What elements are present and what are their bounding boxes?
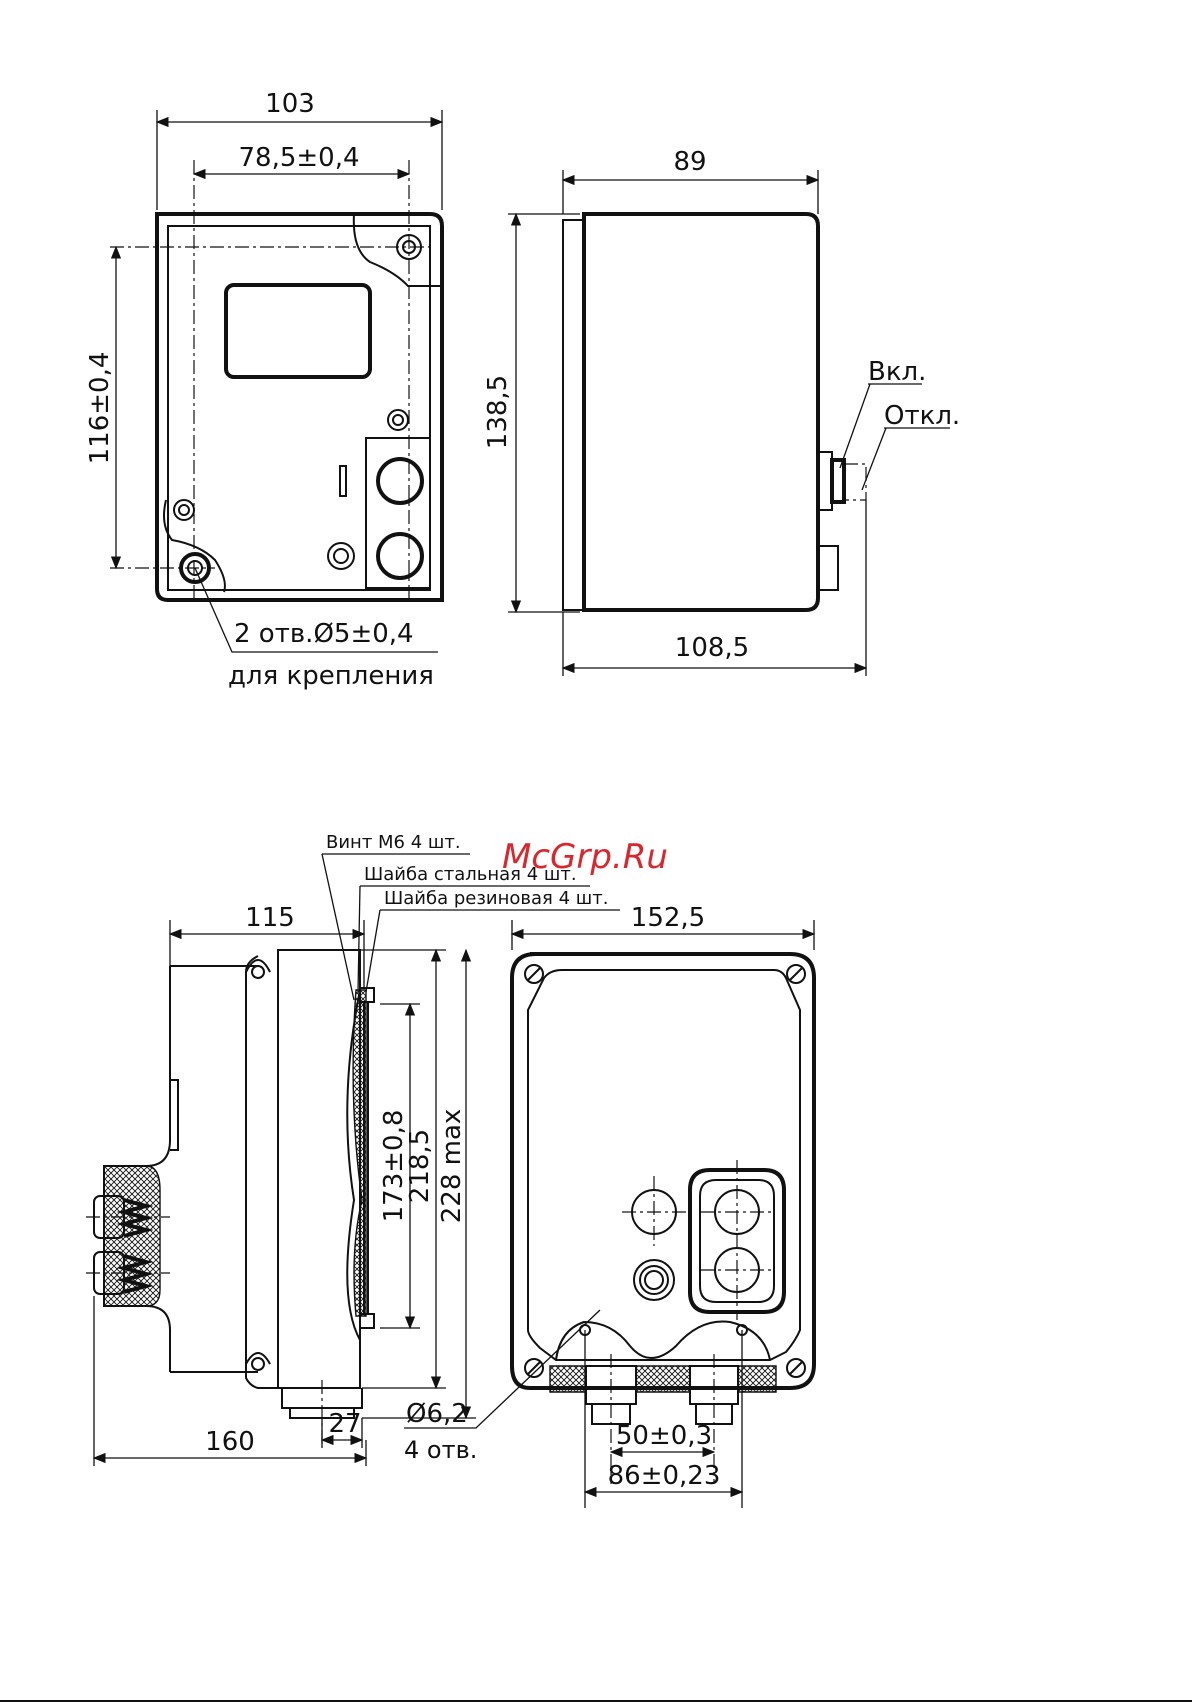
side-body-outline <box>584 214 818 610</box>
note-mount: для крепления <box>228 661 434 691</box>
side-lid <box>563 220 584 610</box>
dim-138-5: 138,5 <box>483 375 513 449</box>
callout-steel-washer: Шайба стальная 4 шт. <box>364 864 577 885</box>
dim-108-5: 108,5 <box>675 633 749 663</box>
dim-116: 116±0,4 <box>85 352 115 465</box>
callout-screw: Винт М6 4 шт. <box>326 832 461 853</box>
front-body-outline <box>157 214 442 600</box>
dim-50: 50±0,3 <box>616 1421 712 1451</box>
dim-228-max: 228 max <box>437 1109 467 1224</box>
screw-led <box>328 543 354 569</box>
dim-218-5: 218,5 <box>405 1129 435 1203</box>
dim-86: 86±0,23 <box>608 1461 721 1491</box>
side-gland-hatch <box>104 1166 160 1306</box>
indicator-slot <box>340 466 346 496</box>
cable-gland <box>818 546 838 590</box>
label-off: Откл. <box>884 401 960 431</box>
dim-89: 89 <box>673 147 706 177</box>
dim-27: 27 <box>328 1409 361 1439</box>
bottom-side-view: Винт М6 4 шт. Шайба стальная 4 шт. Шайба… <box>86 832 620 1466</box>
dim-hole-dia: Ø6,2 <box>406 1399 468 1429</box>
screw-mid <box>388 410 408 430</box>
dim-78-5: 78,5±0,4 <box>238 143 359 173</box>
display-window <box>226 285 370 377</box>
top-front-view: 103 78,5±0,4 116±0,4 2 отв.Ø5±0,4 для кр… <box>85 89 442 691</box>
mount-hole-upper <box>174 500 194 520</box>
button-off-circle <box>378 534 422 578</box>
dim-hole-count: 4 отв. <box>404 1436 477 1464</box>
dim-160: 160 <box>205 1427 255 1457</box>
button-on-circle <box>378 459 422 503</box>
side-housing <box>278 950 360 1388</box>
callout-rubber-washer: Шайба резиновая 4 шт. <box>384 888 608 909</box>
switch-base <box>818 452 832 510</box>
dim-152-5: 152,5 <box>631 903 705 933</box>
top-side-view: Вкл. Откл. 89 138,5 108,5 <box>483 147 960 676</box>
switch-on <box>832 460 844 502</box>
switch-off <box>844 464 866 500</box>
dim-103: 103 <box>265 89 315 119</box>
label-on: Вкл. <box>868 357 926 387</box>
note-holes: 2 отв.Ø5±0,4 <box>234 619 414 649</box>
dim-115: 115 <box>245 903 295 933</box>
